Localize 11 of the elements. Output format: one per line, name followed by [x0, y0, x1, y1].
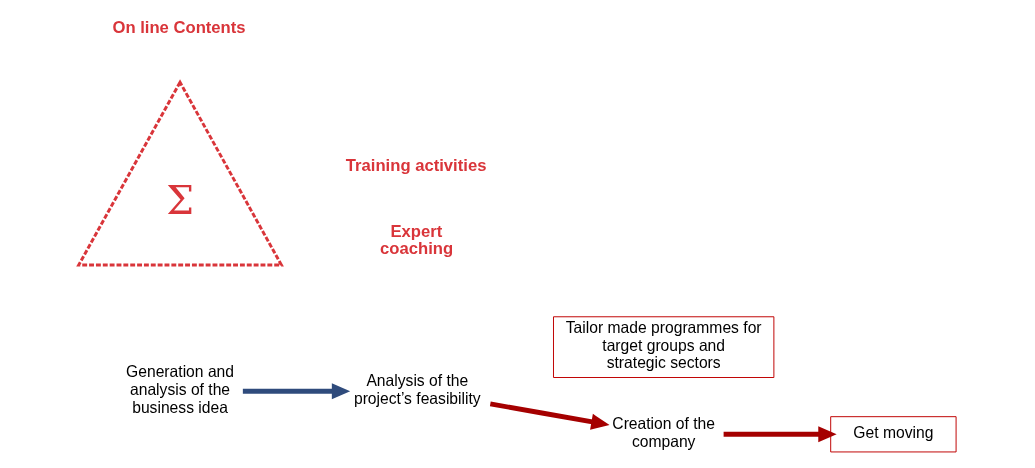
arrow — [489, 401, 610, 430]
label: Expert coaching — [380, 222, 454, 258]
node-text: Creation of the company — [612, 415, 716, 450]
label: On line Contents — [112, 17, 246, 37]
node-text: Generation and analysis of the business idea — [126, 363, 235, 416]
node-box: Tailor made programmes for target groups and strategic sectors — [553, 316, 775, 378]
arrow — [723, 426, 837, 443]
node-box: Get moving — [830, 416, 957, 453]
label: Training activities — [345, 155, 487, 175]
arrow — [242, 383, 351, 400]
node-text: Analysis of the project’s feasibility — [353, 372, 481, 407]
